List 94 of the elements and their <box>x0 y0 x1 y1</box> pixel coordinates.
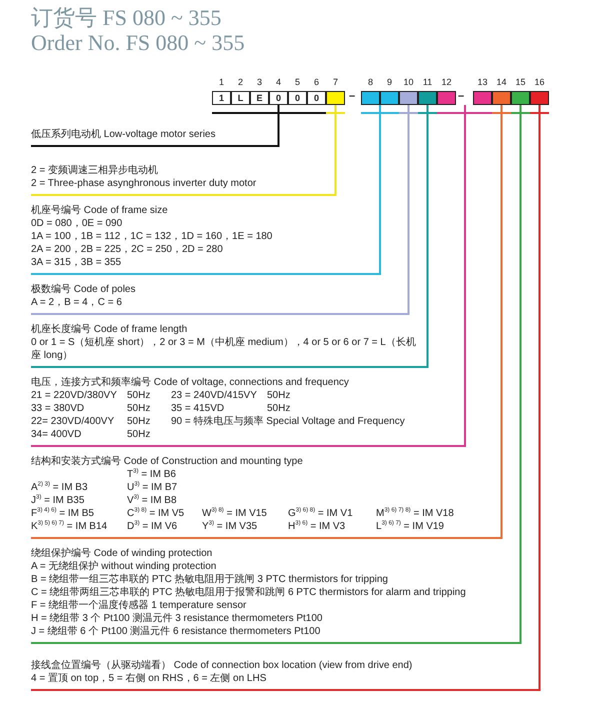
code-entry: T$^{3)}$ = IM B6 <box>127 468 177 481</box>
connector-line <box>31 104 493 447</box>
position-number: 12 <box>440 77 452 88</box>
position-number: 3 <box>256 77 263 88</box>
connector-line <box>31 104 512 539</box>
separator-dash: – <box>349 90 356 102</box>
code-entry: L$^{3) 6) 7)}$ = IM V19 <box>376 520 445 533</box>
position-number: 1 <box>218 77 225 88</box>
code-entry: F$^{3) 4) 6)}$ = IM B5 <box>31 507 95 520</box>
code-entry: 4 = 置顶 on top，5 = 右侧 on RHS，6 = 左侧 on LHS <box>31 672 268 685</box>
code-cell: 0 <box>307 91 326 105</box>
code-cell <box>326 91 345 105</box>
code-cell <box>437 91 456 105</box>
code-entry: 50Hz <box>127 415 152 428</box>
section-heading: 电压，连接方式和频率编号 Code of voltage, connections and frequency <box>31 376 350 389</box>
separator-dash: – <box>458 90 464 102</box>
code-cell <box>511 91 530 105</box>
code-cell <box>530 91 549 105</box>
section-heading: 绕组保护编号 Code of winding protection <box>31 547 214 560</box>
code-cell <box>399 91 418 105</box>
position-number: 15 <box>514 77 526 88</box>
code-entry: K$^{3) 5) 6) 7)}$ = IM B14 <box>31 520 108 533</box>
code-cell <box>418 91 437 105</box>
code-entry: Y$^{3)}$ = IM V35 <box>202 520 258 533</box>
code-entry: 低压系列电动机 Low-voltage motor series <box>31 128 216 141</box>
title: 订货号 FS 080 ~ 355 <box>31 6 222 30</box>
code-entry: 0 or 1 = S（短机座 short），2 or 3 = M（中机座 medium），4 or 5 or 6 or 7 = L（长机座 long） <box>31 336 417 362</box>
position-number: 5 <box>294 77 301 88</box>
code-entry: D$^{3)}$ = IM V6 <box>127 520 178 533</box>
code-entry: 33 = 380VD <box>31 402 86 415</box>
code-entry: U$^{3)}$ = IM B7 <box>127 481 178 494</box>
code-entry: 90 = 特殊电压与频率 Special Voltage and Frequency <box>171 415 406 428</box>
position-number: 6 <box>312 77 320 88</box>
subtitle: Order No. FS 080 ~ 355 <box>31 31 245 55</box>
connector-line <box>31 105 327 147</box>
code-cell <box>361 91 380 105</box>
code-entry: C = 绕组带两组三芯串联的 PTC 热敏电阻用于报警和跳闸 6 PTC thermistors for alarm and tripping <box>31 586 467 599</box>
section-heading: 结构和安装方式编号 Code of Construction and mounting type <box>31 455 304 468</box>
position-number: 8 <box>366 77 374 88</box>
code-entry: M$^{3) 6) 7) 8)}$ = IM V18 <box>376 507 455 520</box>
code-entry: A = 无绕组保护 without winding protection <box>31 560 218 573</box>
code-entry: V$^{3)}$ = IM B8 <box>127 494 178 507</box>
code-entry: J$^{3)}$ = IM B35 <box>31 494 86 507</box>
position-number: 13 <box>476 77 488 88</box>
position-number: 7 <box>332 77 339 88</box>
code-entry: G$^{3) 6) 8)}$ = IM V1 <box>288 507 354 520</box>
code-cell: 0 <box>288 91 307 105</box>
connector-line <box>31 105 419 315</box>
code-cell: 1 <box>212 91 231 105</box>
code-entry: J = 绕组带 6 个 Pt100 测温元件 6 resistance thermometers Pt100 <box>31 625 322 638</box>
code-entry: B = 绕组带一组三芯串联的 PTC 热敏电阻用于跳闸 3 PTC thermistors for tripping <box>31 573 389 586</box>
code-cell <box>492 91 511 105</box>
section-heading: 极数编号 Code of poles <box>31 283 136 296</box>
code-entry: H$^{3) 6)}$ = IM V3 <box>288 520 346 533</box>
code-entry: A = 2，B = 4，C = 6 <box>31 296 123 309</box>
code-entry: 21 = 220VD/380VY <box>31 389 118 402</box>
code-cell: L <box>231 91 250 105</box>
connector-line <box>31 105 346 196</box>
code-entry: 50Hz <box>127 428 152 441</box>
section-heading: 机座长度编号 Code of frame length <box>31 323 188 336</box>
connector-line <box>31 105 438 368</box>
code-entry: 50Hz <box>127 389 152 402</box>
position-number: 14 <box>495 77 508 88</box>
position-number: 9 <box>386 77 393 88</box>
code-entry: 34= 400VD <box>31 428 82 441</box>
code-entry: 3A = 315，3B = 355 <box>31 256 122 269</box>
position-number: 4 <box>274 77 282 88</box>
code-entry: H = 绕组带 3 个 Pt100 测温元件 3 resistance thermometers Pt100 <box>31 612 324 625</box>
code-cell <box>473 91 492 105</box>
code-cell: 0 <box>269 91 288 105</box>
code-entry: 50Hz <box>267 389 292 402</box>
code-entry: 0D = 080，0E = 090 <box>31 217 124 230</box>
code-cell: E <box>250 91 269 105</box>
section-heading: 接线盒位置编号（从驱动端看） Code of connection box location (view from drive end) <box>31 659 414 672</box>
code-entry: 2 = 变频调速三相异步电动机 <box>31 164 159 177</box>
code-entry: 2A = 200，2B = 225，2C = 250，2D = 280 <box>31 243 224 256</box>
code-entry: 50Hz <box>267 402 292 415</box>
position-number: 10 <box>402 77 414 88</box>
code-entry: 35 = 415VD <box>171 402 226 415</box>
code-entry: 22= 230VD/400VY <box>31 415 116 428</box>
code-entry: F = 绕组带一个温度传感器 1 temperature sensor <box>31 599 248 612</box>
code-entry: 1A = 100，1B = 112，1C = 132，1D = 160，1E = 180 <box>31 230 274 243</box>
section-heading: 机座号编号 Code of frame size <box>31 204 169 217</box>
code-entry: W$^{3) 8)}$ = IM V15 <box>202 507 268 520</box>
code-entry: 2 = Three-phase asynghronous inverter duty motor <box>31 177 258 190</box>
position-number: 2 <box>236 77 244 88</box>
code-entry: 23 = 240VD/415VY <box>171 389 258 402</box>
connector-line <box>31 105 400 275</box>
code-entry: C$^{3) 8)}$ = IM V5 <box>127 507 186 520</box>
position-number: 11 <box>422 77 434 88</box>
code-cell <box>380 91 399 105</box>
code-entry: 50Hz <box>127 402 152 415</box>
code-entry: A$^{2) 3)}$ = IM B3 <box>31 481 89 494</box>
position-number: 16 <box>533 77 546 88</box>
